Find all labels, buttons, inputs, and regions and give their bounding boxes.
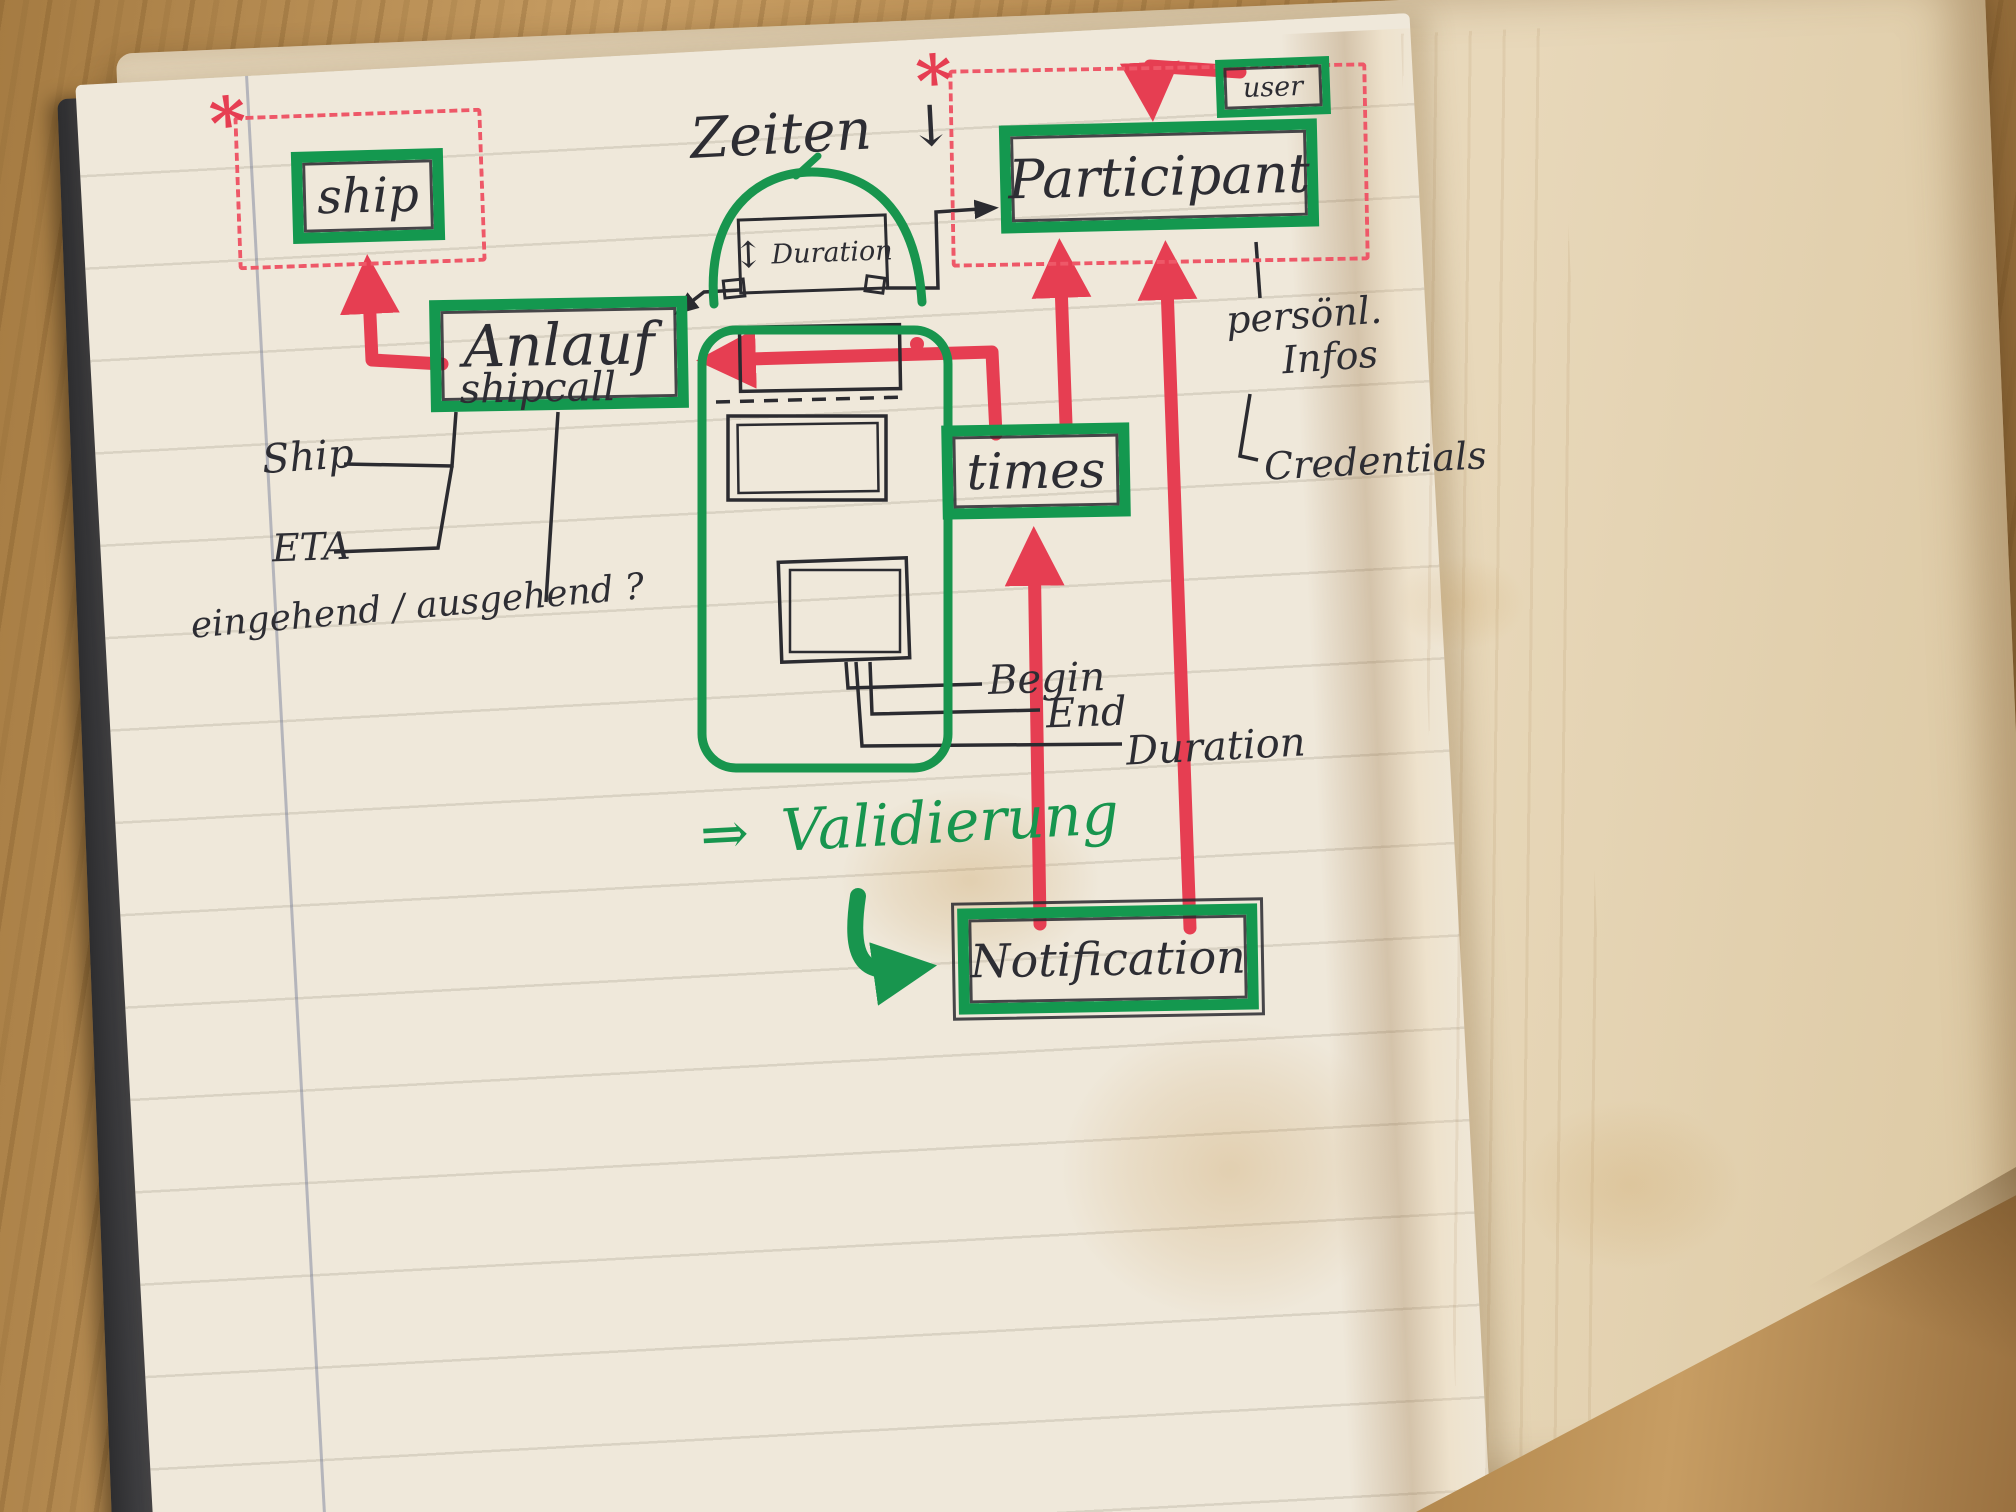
coffee-stain — [1060, 1020, 1400, 1320]
attr-ship: Ship — [260, 430, 356, 484]
zeiten-annotation: Zeiten ↓ — [688, 93, 955, 172]
coffee-stain — [1395, 555, 1525, 650]
entity-times-label: times — [966, 440, 1106, 502]
asterisk-mark: * — [205, 79, 251, 166]
updown-arrow-icon: ↕ — [732, 234, 765, 277]
entity-ship-label: ship — [316, 166, 420, 226]
entity-anlauf: Anlauf shipcall — [429, 295, 689, 413]
entity-ship: ship — [290, 148, 446, 244]
zeiten-text: Zeiten — [688, 97, 874, 172]
down-arrow-icon: ↓ — [905, 93, 956, 161]
double-arrow-icon: ⇒ — [698, 798, 751, 869]
entity-user: user — [1215, 56, 1331, 118]
attr-end: End — [1045, 688, 1128, 738]
coffee-stain — [1520, 1100, 1740, 1270]
entity-participant: Participant — [998, 118, 1320, 234]
entity-notification-label: Notification — [969, 929, 1247, 989]
entity-notification: Notification — [951, 897, 1265, 1021]
entity-participant-label: Participant — [1007, 141, 1311, 211]
entity-anlauf-sublabel: shipcall — [459, 364, 617, 413]
entity-duration: ↕ Duration — [733, 213, 894, 295]
attr-eta: ETA — [271, 523, 352, 571]
entity-duration-label: Duration — [770, 235, 894, 271]
entity-times: times — [941, 422, 1131, 520]
entity-user-label: user — [1242, 70, 1304, 104]
attr-personal-line2: Infos — [1280, 331, 1380, 383]
attr-duration: Duration — [1124, 719, 1307, 775]
